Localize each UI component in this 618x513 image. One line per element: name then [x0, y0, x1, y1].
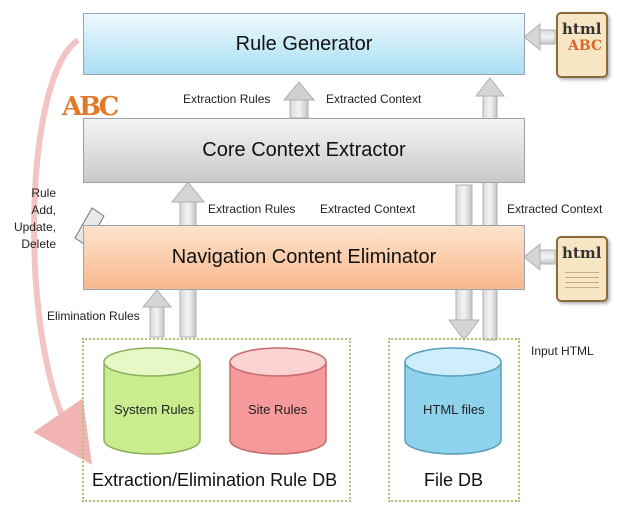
label-extracted-context-mid: Extracted Context [320, 202, 416, 216]
rule-update-arrow [31, 37, 92, 465]
html-files-cylinder [404, 347, 502, 455]
arrow-core-to-generator [282, 81, 316, 119]
rule-ops-label: Rule Add, Update, Delete [8, 185, 56, 253]
navigation-content-eliminator-box: Navigation Content Eliminator [83, 225, 525, 290]
html-files-label: HTML files [423, 402, 485, 417]
navigation-content-eliminator-label: Navigation Content Eliminator [171, 246, 437, 268]
label-extraction-rules-top: Extraction Rules [183, 92, 271, 106]
rule-db-group [82, 338, 351, 502]
file-db-group [388, 338, 520, 502]
core-context-extractor-box: Core Context Extractor [83, 118, 525, 183]
rule-generator-label: Rule Generator [235, 32, 373, 55]
abc-mini-icon: ABC [568, 38, 603, 54]
arrow-html-to-nav [523, 242, 556, 272]
site-rules-cylinder [229, 347, 327, 455]
rule-op-line: Delete [21, 237, 56, 251]
label-extracted-context-top: Extracted Context [326, 92, 422, 106]
html-document-icon: html ABC [556, 12, 608, 78]
system-rules-label: System Rules [114, 402, 195, 417]
rule-op-line: Add, [31, 203, 56, 217]
core-context-extractor-label: Core Context Extractor [202, 139, 406, 161]
label-elimination-rules: Elimination Rules [47, 309, 140, 323]
abc-icon: ABC [62, 92, 119, 122]
file-db-title: File DB [424, 470, 484, 490]
arrow-ruledb-to-nav [141, 289, 173, 338]
rule-generator-box: Rule Generator [83, 13, 525, 75]
arrow-html-to-generator [523, 22, 556, 52]
rule-op-line: Rule [31, 186, 56, 200]
input-html-document-icon: html [556, 236, 608, 302]
label-input-html: Input HTML [531, 344, 594, 358]
label-extracted-context-right: Extracted Context [507, 202, 603, 216]
system-rules-cylinder [103, 347, 201, 455]
rule-op-line: Update, [13, 220, 56, 234]
site-rules-label: Site Rules [248, 402, 308, 417]
rule-db-title: Extraction/Elimination Rule DB [92, 470, 338, 490]
label-extraction-rules-mid: Extraction Rules [208, 202, 296, 216]
